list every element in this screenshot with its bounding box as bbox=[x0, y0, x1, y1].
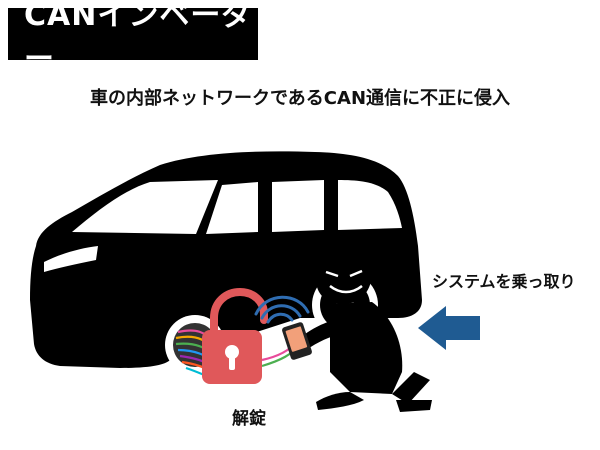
unlock-label: 解錠 bbox=[232, 409, 266, 429]
subtitle-text: 車の内部ネットワークであるCAN通信に不正に侵入 bbox=[89, 88, 511, 109]
title-badge: CANインベーダー bbox=[8, 0, 258, 77]
hacker-figure bbox=[291, 244, 432, 412]
unlocked-padlock-icon bbox=[202, 287, 268, 384]
arrow-left-icon bbox=[418, 306, 480, 350]
wireless-signal-icon bbox=[254, 295, 310, 324]
takeover-label: システムを乗っ取り bbox=[432, 272, 576, 291]
smartphone-device bbox=[282, 322, 312, 360]
title-text: CANインベーダー bbox=[24, 0, 253, 77]
